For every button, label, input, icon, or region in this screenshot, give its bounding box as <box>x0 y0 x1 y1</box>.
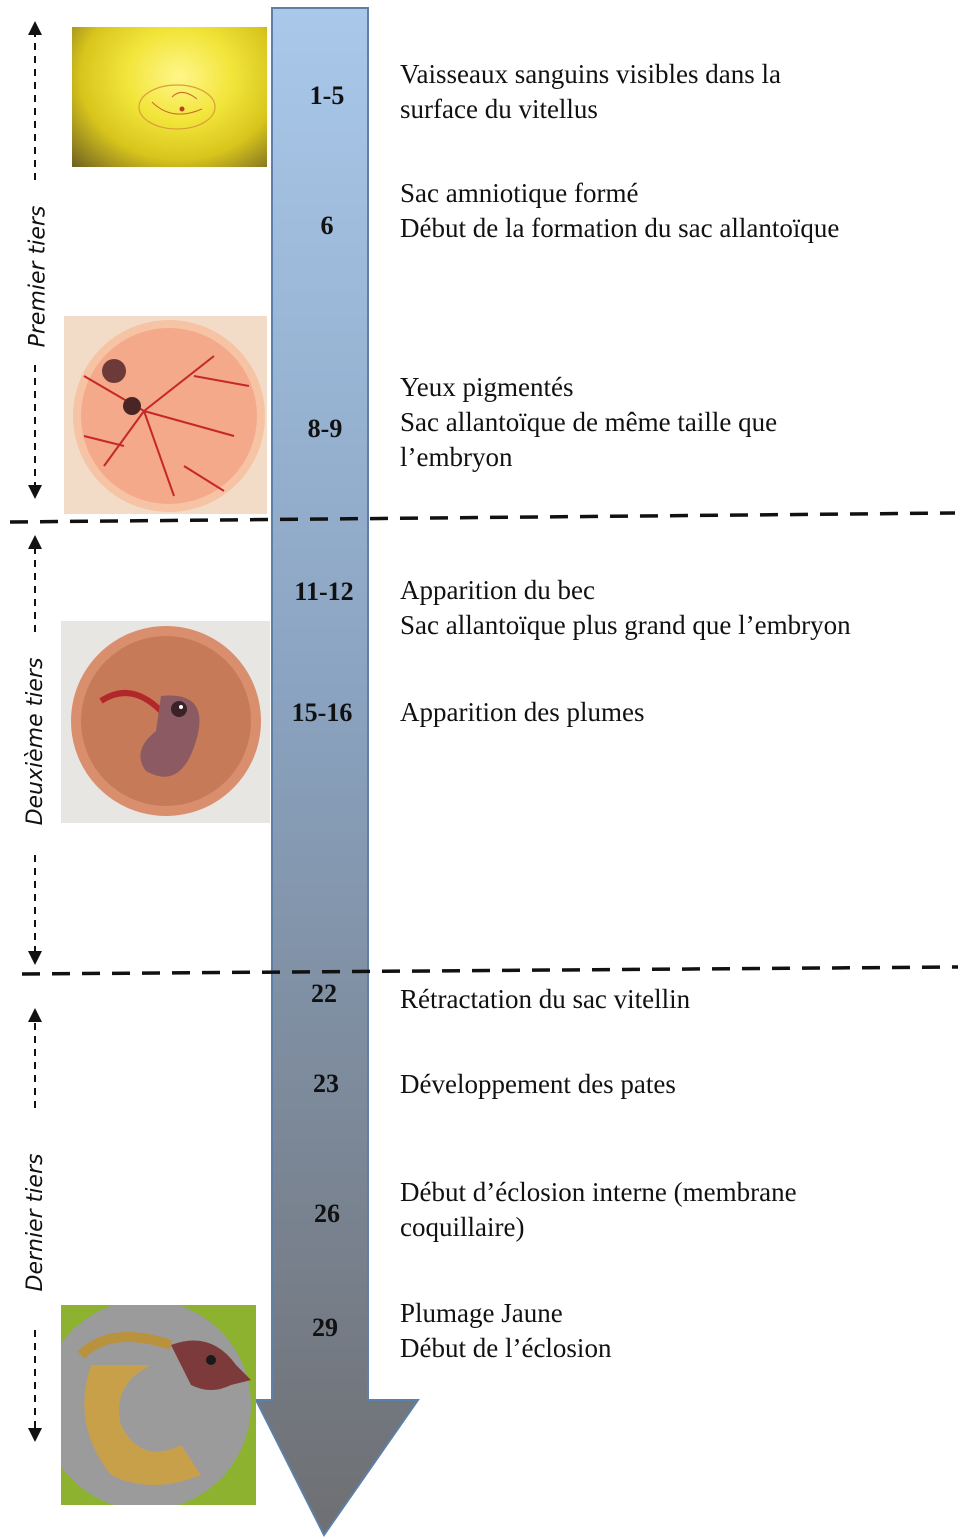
day-label: 11-12 <box>274 577 374 607</box>
day-label: 6 <box>277 211 377 241</box>
stage-description-line: Vaisseaux sanguins visibles dans la <box>400 57 955 92</box>
stage-description: Sac amniotique formé Début de la formati… <box>400 176 955 246</box>
stage-description-line: Rétractation du sac vitellin <box>400 982 955 1017</box>
divider-line-1 <box>10 513 955 522</box>
chick-hatching-photo <box>61 1305 256 1505</box>
embryo-day12-photo <box>61 621 270 823</box>
day-label: 26 <box>277 1199 377 1229</box>
stage-description-line: Début d’éclosion interne (membrane <box>400 1175 955 1210</box>
stage-description: Apparition des plumes <box>400 695 955 730</box>
period-label-second: Deuxième tiers <box>23 654 48 829</box>
stage-description: Plumage Jaune Début de l’éclosion <box>400 1296 955 1366</box>
day-label: 22 <box>274 979 374 1009</box>
day-label: 29 <box>275 1313 375 1343</box>
stage-description-line: Sac allantoïque plus grand que l’embryon <box>400 608 955 643</box>
stage-description-line: l’embryon <box>400 440 955 475</box>
stage-description: Vaisseaux sanguins visibles dans la surf… <box>400 57 955 127</box>
stage-description-line: Début de la formation du sac allantoïque <box>400 211 955 246</box>
stage-description-line: Début de l’éclosion <box>400 1331 955 1366</box>
stage-description-line: Sac allantoïque de même taille que <box>400 405 955 440</box>
stage-description-line: Sac amniotique formé <box>400 176 955 211</box>
stage-description-line: coquillaire) <box>400 1210 955 1245</box>
stage-description-line: surface du vitellus <box>400 92 955 127</box>
day-label: 23 <box>276 1069 376 1099</box>
stage-description-line: Développement des pates <box>400 1067 955 1102</box>
period-label-third: Dernier tiers <box>23 1150 48 1295</box>
stage-description: Apparition du bec Sac allantoïque plus g… <box>400 573 955 643</box>
day-label: 1-5 <box>277 81 377 111</box>
day-label: 15-16 <box>272 698 372 728</box>
divider-line-2 <box>22 967 958 974</box>
stage-description: Rétractation du sac vitellin <box>400 982 955 1017</box>
embryo-day8-photo <box>64 316 267 514</box>
stage-description-line: Yeux pigmentés <box>400 370 955 405</box>
period-label-first: Premier tiers <box>26 202 51 352</box>
egg-yolk-photo <box>72 27 267 167</box>
stage-description-line: Apparition des plumes <box>400 695 955 730</box>
stage-description: Développement des pates <box>400 1067 955 1102</box>
day-label: 8-9 <box>275 414 375 444</box>
stage-description: Yeux pigmentés Sac allantoïque de même t… <box>400 370 955 475</box>
stage-description-line: Apparition du bec <box>400 573 955 608</box>
stage-description-line: Plumage Jaune <box>400 1296 955 1331</box>
stage-description: Début d’éclosion interne (membrane coqui… <box>400 1175 955 1245</box>
